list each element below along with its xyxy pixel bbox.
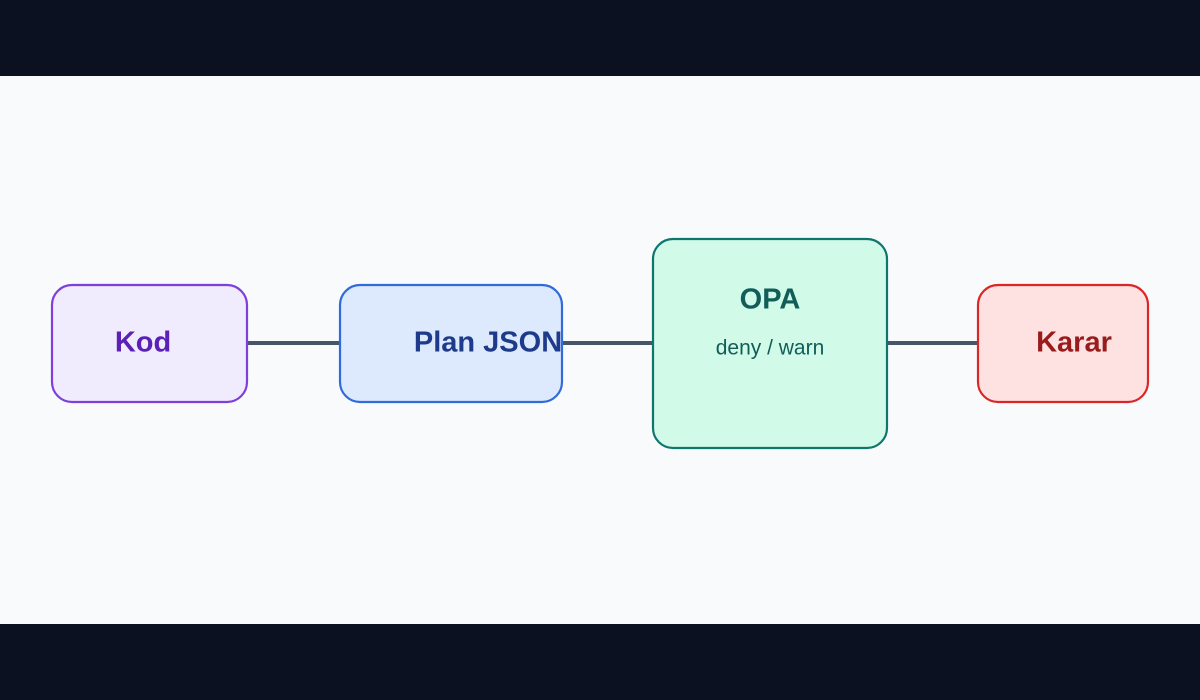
node-opa-box: [651, 237, 889, 450]
bottom-letterbox: [0, 624, 1200, 700]
node-karar[interactable]: Karar: [976, 283, 1150, 404]
node-opa-subtitle: deny / warn: [716, 337, 825, 360]
node-karar-title: Karar: [1036, 327, 1112, 359]
top-letterbox: [0, 0, 1200, 76]
node-opa[interactable]: OPA deny / warn: [651, 237, 889, 450]
node-opa-title: OPA: [740, 284, 801, 316]
flow-diagram: Kod Plan JSON OPA deny / warn Karar: [50, 237, 1150, 450]
node-plan-json[interactable]: Plan JSON: [338, 283, 564, 404]
node-kod-box: [50, 283, 249, 404]
node-karar-box: [976, 283, 1150, 404]
node-plan-json-title: Plan JSON: [414, 327, 562, 359]
node-kod[interactable]: Kod: [50, 283, 249, 404]
node-kod-title: Kod: [115, 327, 171, 359]
diagram-canvas: Kod Plan JSON OPA deny / warn Karar: [0, 76, 1200, 624]
node-plan-json-box: [338, 283, 564, 404]
